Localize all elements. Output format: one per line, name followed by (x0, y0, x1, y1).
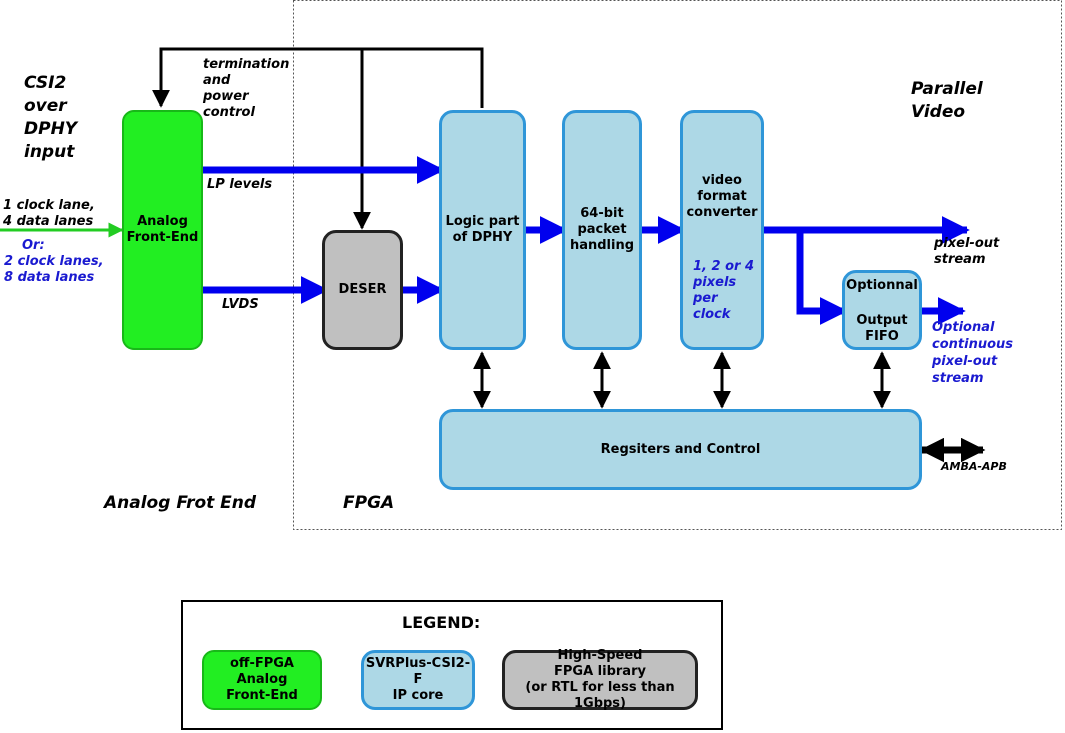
converter-to-fifo-arrow (796, 230, 848, 325)
video-converter-block: video format converter 1, 2 or 4 pixels … (680, 110, 764, 350)
lp-levels-label: LP levels (207, 177, 273, 192)
optional-label: Optionnal (846, 278, 918, 293)
optional-continuous-label: Optional continuous pixel-out stream (932, 320, 1013, 386)
lvds-label: LVDS (222, 297, 259, 312)
csi2-input-label: CSI2 over DPHY input (24, 73, 78, 162)
output-fifo-block: Optionnal Output FIFO (842, 270, 922, 350)
fpga-region-label: FPGA (343, 493, 395, 513)
legend-frame (181, 600, 723, 730)
logic-dphy-block: Logic part of DPHY (439, 110, 526, 350)
video-converter-note: 1, 2 or 4 pixels per clock (693, 259, 754, 322)
legend-title: LEGEND: (402, 613, 481, 632)
video-converter-label: video format converter (686, 173, 758, 220)
fpga-boundary (293, 0, 1062, 530)
legend-item-fpga-library: High-Speed FPGA library (or RTL for less… (502, 648, 698, 711)
termination-label: termination and power control (203, 57, 290, 120)
analog-front-end-block: Analog Front-End (122, 110, 203, 350)
pixel-out-label: pixel-out stream (934, 236, 1000, 267)
lanes-alt-label: Or: 2 clock lanes, 8 data lanes (4, 238, 104, 285)
amba-apb-label: AMBA-APB (941, 460, 1007, 473)
analog-region-label: Analog Frot End (104, 493, 257, 513)
lanes-label: 1 clock lane, 4 data lanes (3, 198, 95, 229)
termination-control-line (152, 47, 484, 108)
deser-block: DESER (322, 230, 403, 350)
legend-item-ip-core: SVRPlus-CSI2-F IP core (361, 650, 475, 710)
parallel-video-label: Parallel Video (911, 79, 983, 122)
legend-item-analog: off-FPGA Analog Front-End (202, 650, 322, 710)
output-fifo-label: Output FIFO (856, 313, 908, 344)
packet-handling-block: 64-bit packet handling (562, 110, 642, 350)
registers-control-block: Regsiters and Control (439, 409, 922, 490)
